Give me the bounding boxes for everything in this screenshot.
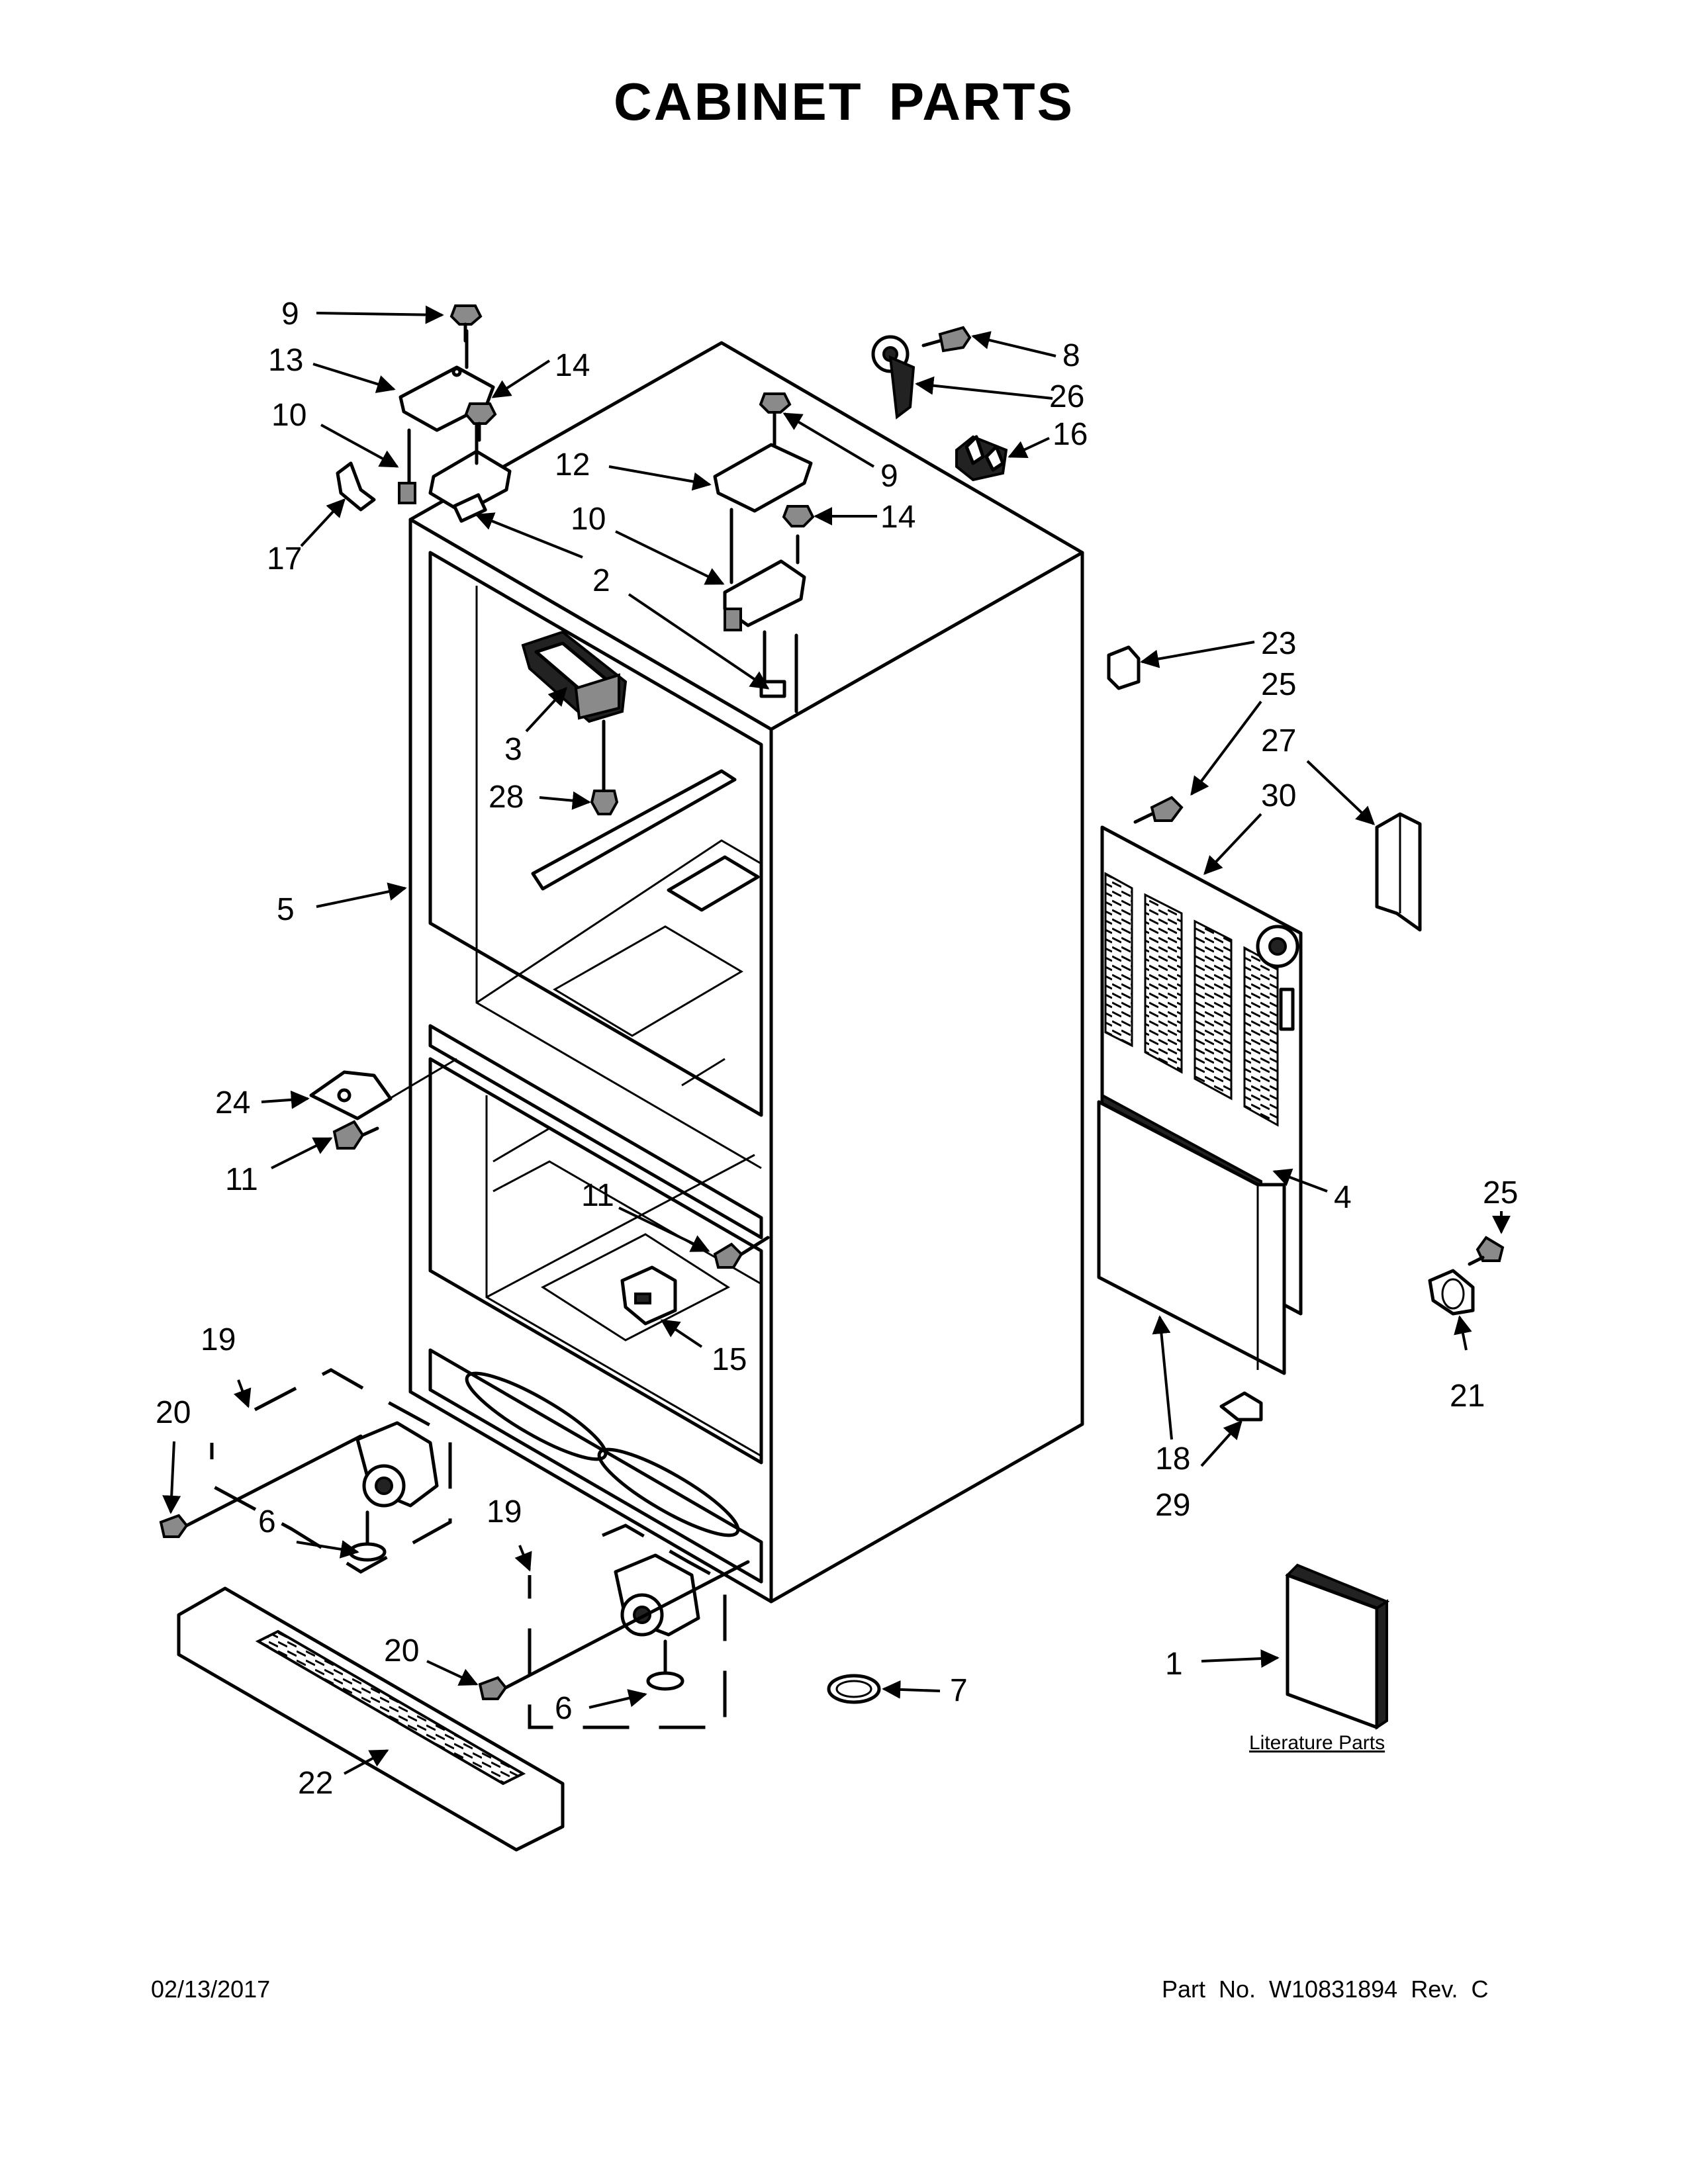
footer-part-number: Part No. W10831894 Rev. C [1162, 1976, 1489, 2003]
callout-16: 16 [1053, 417, 1088, 452]
screw-25-top [1133, 796, 1184, 824]
literature-binder-1 [1285, 1563, 1390, 1730]
screw-14-center [782, 505, 815, 527]
callout-27: 27 [1261, 723, 1296, 758]
water-line-clip-26 [871, 335, 915, 420]
callout-8: 8 [1062, 338, 1080, 373]
callout-18: 18 [1155, 1441, 1190, 1477]
toe-grille-22 [177, 1586, 565, 1852]
screw-9-center [759, 392, 792, 414]
callout-6-right: 6 [555, 1691, 573, 1726]
screw-14-left [464, 402, 497, 442]
ice-dispenser-3 [521, 630, 628, 796]
callout-20-right: 20 [384, 1633, 419, 1668]
screw-20-right [478, 1560, 750, 1700]
footer-date: 02/13/2017 [151, 1976, 271, 2003]
callout-19-right: 19 [487, 1494, 522, 1529]
callout-10: 10 [271, 398, 306, 433]
bracket-16 [955, 435, 1008, 482]
callout-25-right: 25 [1483, 1175, 1518, 1210]
screw-9-left [449, 304, 483, 343]
callout-17: 17 [267, 541, 302, 576]
bracket-24 [309, 1058, 457, 1120]
callout-9-center: 9 [880, 459, 898, 494]
callout-19: 19 [201, 1322, 236, 1357]
callout-26: 26 [1049, 379, 1084, 414]
page-title: CABINET PARTS [614, 72, 1074, 131]
cover-18 [1097, 1100, 1286, 1375]
leader-lines [162, 305, 1511, 1775]
callout-13: 13 [268, 343, 303, 378]
clamp-21 [1428, 1269, 1475, 1316]
callout-4: 4 [1334, 1180, 1352, 1215]
callout-6: 6 [258, 1504, 276, 1539]
callout-10-center: 10 [571, 502, 606, 537]
screw-20-left [159, 1434, 363, 1538]
callout-1: 1 [1165, 1647, 1183, 1682]
callout-25: 25 [1261, 667, 1296, 702]
screw-8 [921, 326, 972, 353]
roller-group-19-right [528, 1524, 727, 1729]
shim-17 [336, 461, 376, 512]
callout-29: 29 [1155, 1488, 1190, 1523]
callout-28: 28 [489, 780, 524, 815]
callout-7: 7 [950, 1673, 968, 1708]
roller-assembly-left [355, 1421, 439, 1508]
top-center-hinge [713, 408, 813, 713]
callout-5: 5 [277, 892, 295, 927]
callout-9: 9 [281, 296, 299, 332]
callout-11: 11 [225, 1162, 258, 1197]
callout-24: 24 [215, 1085, 250, 1120]
clip-23 [1107, 645, 1141, 690]
callout-3: 3 [504, 732, 522, 767]
cabinet-shell [408, 341, 1084, 1604]
callout-11-right: 11 [581, 1178, 614, 1213]
callout-12: 12 [555, 447, 590, 482]
bracket-27 [1375, 812, 1422, 932]
callout-22: 22 [298, 1766, 333, 1801]
leveling-leg-6-right [646, 1639, 684, 1691]
callout-2: 2 [592, 563, 610, 598]
screw-28 [590, 790, 619, 815]
callout-23: 23 [1261, 626, 1296, 661]
cap-7 [827, 1674, 881, 1704]
callout-20: 20 [156, 1395, 191, 1430]
top-left-hinge [398, 329, 512, 523]
screw-25-right [1468, 1236, 1505, 1266]
screw-11-right [713, 1236, 770, 1269]
callout-15: 15 [712, 1342, 747, 1377]
bracket-15 [620, 1265, 677, 1326]
clip-29 [1219, 1391, 1263, 1422]
callout-14-center: 14 [880, 500, 915, 535]
callout-21: 21 [1450, 1379, 1485, 1414]
callout-labels: 9 13 14 10 17 2 12 9 10 14 8 26 16 3 28 … [156, 296, 1518, 1801]
screw-11-left [332, 1120, 379, 1150]
literature-parts-label: Literature Parts [1249, 1732, 1385, 1754]
callout-30: 30 [1261, 778, 1296, 813]
callout-14: 14 [555, 348, 590, 383]
roller-assembly-right [614, 1553, 700, 1637]
